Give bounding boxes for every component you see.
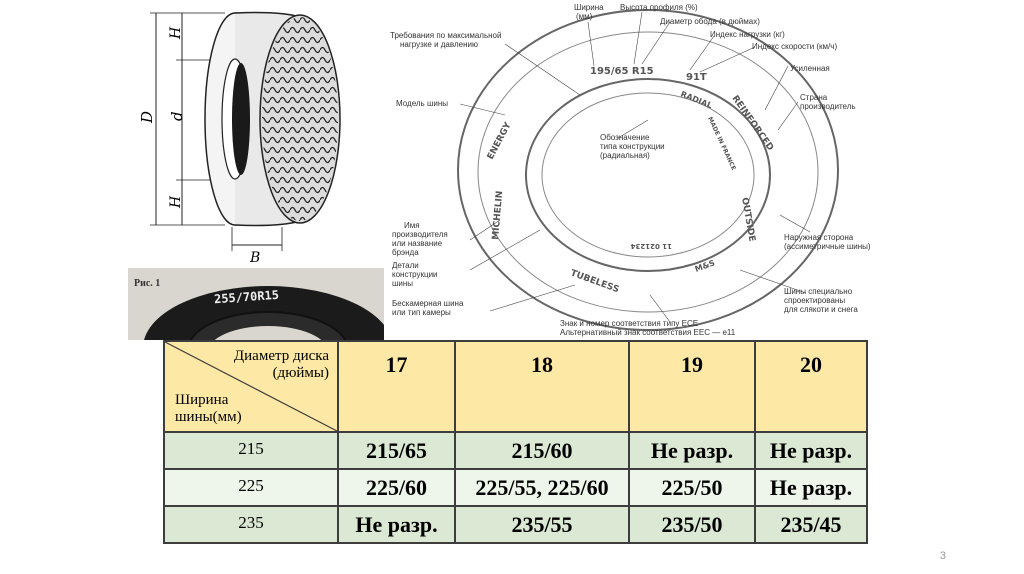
table-cell: Не разр. (755, 432, 867, 469)
corner-bottom-l2: шины(мм) (175, 409, 242, 425)
callout-country-l1: Страна (800, 93, 828, 102)
corner-top-l2: (дюймы) (273, 365, 329, 381)
table-row: 215 215/65 215/60 Не разр. Не разр. (164, 432, 867, 469)
row-width-label: 225 (164, 469, 338, 506)
callout-construction-l3: (радиальная) (600, 151, 650, 160)
table-cell: 235/55 (455, 506, 629, 543)
dim-label-b: B (249, 250, 260, 266)
table-cell: 225/50 (629, 469, 755, 506)
callout-snow-l2: спроектированы (784, 296, 845, 305)
table-cell: 225/60 (338, 469, 455, 506)
table-cell: 235/50 (629, 506, 755, 543)
table-cell: 225/55, 225/60 (455, 469, 629, 506)
callout-width: Ширина (мм) (574, 3, 606, 21)
page-number: 3 (940, 550, 946, 562)
row-width-label: 235 (164, 506, 338, 543)
ring-made-in: MADE IN FRANCE (706, 116, 737, 172)
table-cell: Не разр. (755, 469, 867, 506)
tire-size-table: Диаметр диска (дюймы) Ширина шины(мм) 17… (163, 340, 868, 544)
column-header: 18 (455, 341, 629, 432)
callout-construction-l1: Обозначение (600, 133, 650, 142)
callout-max-load-l2: нагрузке и давлению (400, 40, 478, 49)
callout-construction: Обозначение типа конструкции (радиальная… (600, 133, 667, 160)
photo-caption: Рис. 1 (134, 278, 160, 289)
tire-photo: Рис. 1 255/70R15 (128, 268, 384, 340)
callout-model: Модель шины (396, 99, 448, 108)
callout-ece-l1: Знак и номер соответствия типу ECE (560, 319, 698, 328)
ring-michelin: MICHELIN (491, 190, 505, 240)
callout-brand-l4: брэнда (392, 248, 419, 257)
callout-width-l2: (мм) (576, 12, 593, 21)
callout-snow-l1: Шины специально (784, 287, 853, 296)
callout-details-l2: конструкции (392, 270, 438, 279)
corner-top-l1: Диаметр диска (234, 348, 329, 364)
corner-bottom-l1: Ширина (175, 392, 228, 408)
ring-code: 11 021234 (630, 242, 672, 250)
callout-profile: Высота профиля (%) (620, 3, 698, 12)
sidewall-marking-diagram: 195/65 R15 91T RADIAL REINFORCED ENERGY … (380, 0, 900, 345)
table-cell: 215/65 (338, 432, 455, 469)
callout-width-l1: Ширина (574, 3, 604, 12)
ring-tubeless: TUBELESS (569, 268, 620, 295)
callout-details: Детали конструкции шины (392, 261, 440, 288)
callout-speed-index: Индекс скорости (км/ч) (752, 42, 837, 51)
dim-label-d-inner: d (168, 111, 186, 121)
table-cell: Не разр. (338, 506, 455, 543)
corner-top-label: Диаметр диска (дюймы) (234, 348, 329, 382)
tire-dimension-drawing: H D d H B (130, 5, 392, 267)
column-header: 19 (629, 341, 755, 432)
callout-brand-l2: производителя (392, 230, 448, 239)
table-cell: 215/60 (455, 432, 629, 469)
callout-country-l2: производитель (800, 102, 856, 111)
callout-outside-l1: Наружная сторона (784, 233, 854, 242)
ring-energy: ENERGY (486, 121, 514, 162)
tire-photo-graphic (128, 268, 384, 340)
callout-tubeless-l1: Бескамерная шина (392, 299, 464, 308)
callout-outside: Наружная сторона (ассиметричные шины) (784, 233, 871, 251)
table-row: 225 225/60 225/55, 225/60 225/50 Не разр… (164, 469, 867, 506)
callout-construction-l2: типа конструкции (600, 142, 665, 151)
table-header-row: Диаметр диска (дюймы) Ширина шины(мм) 17… (164, 341, 867, 432)
column-header: 20 (755, 341, 867, 432)
ring-reinforced: REINFORCED (730, 94, 775, 153)
corner-diagonal: Диаметр диска (дюймы) Ширина шины(мм) (165, 342, 337, 431)
callout-load-index: Индекс нагрузки (кг) (710, 30, 785, 39)
table-row: 235 Не разр. 235/55 235/50 235/45 (164, 506, 867, 543)
callout-rim: Диаметр обода (в дюймах) (660, 17, 760, 26)
ring-size: 195/65 R15 (590, 66, 654, 77)
dim-label-h-bottom: H (168, 195, 184, 209)
dim-label-d-outer: D (138, 111, 156, 124)
row-width-label: 215 (164, 432, 338, 469)
callout-snow-l3: для слякоти и снега (784, 305, 858, 314)
ring-ms: M&S (694, 258, 717, 274)
callout-details-l3: шины (392, 279, 413, 288)
callout-outside-l2: (ассиметричные шины) (784, 242, 871, 251)
table-cell: Не разр. (629, 432, 755, 469)
corner-bottom-label: Ширина шины(мм) (175, 392, 242, 426)
callout-max-load-l1: Требования по максимальной (390, 31, 501, 40)
callout-snow: Шины специально спроектированы для сляко… (784, 287, 858, 314)
ring-speed-load: 91T (686, 72, 707, 83)
callout-details-l1: Детали (392, 261, 419, 270)
callout-tubeless: Бескамерная шина или тип камеры (392, 299, 466, 317)
callout-ece-l2: Альтернативный знак соответствия EEC — e… (560, 328, 736, 337)
callout-brand-l1: Имя (404, 221, 420, 230)
column-header: 17 (338, 341, 455, 432)
table-cell: 235/45 (755, 506, 867, 543)
dim-label-h-top: H (168, 26, 184, 40)
callout-tubeless-l2: или тип камеры (392, 308, 451, 317)
callout-country: Страна производитель (800, 93, 856, 111)
callout-brand: Имя производителя или название брэнда (392, 221, 450, 257)
callout-reinforced: Усиленная (790, 64, 830, 73)
table-corner-cell: Диаметр диска (дюймы) Ширина шины(мм) (164, 341, 338, 432)
callout-max-load: Требования по максимальной нагрузке и да… (390, 31, 504, 49)
callout-brand-l3: или название (392, 239, 443, 248)
